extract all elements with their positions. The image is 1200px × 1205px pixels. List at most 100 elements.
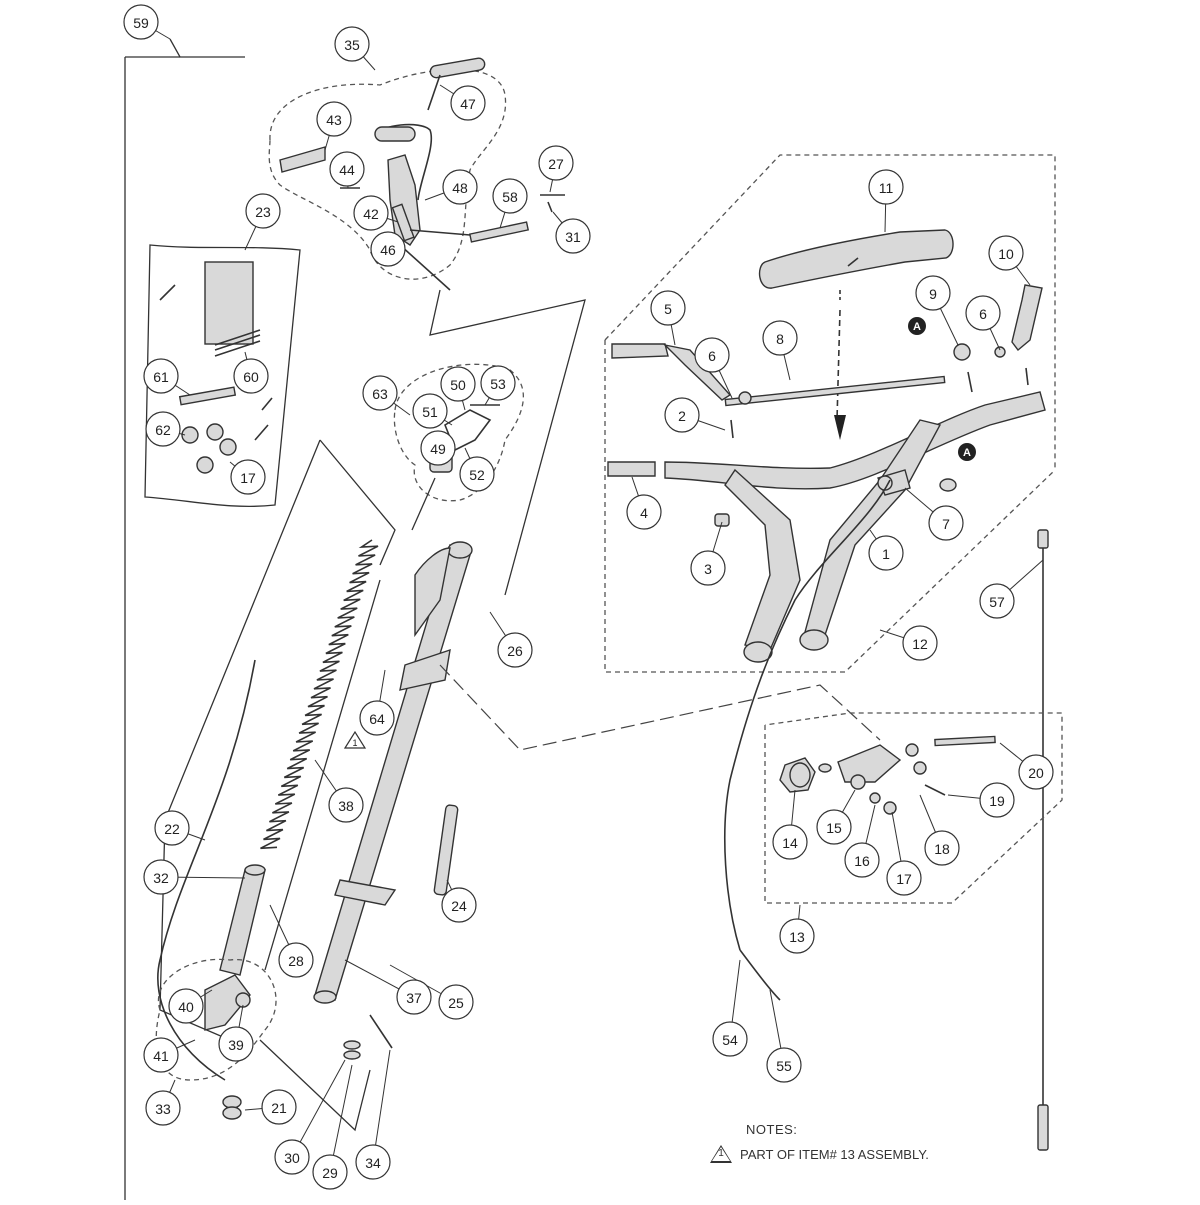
dashed-connector	[439, 664, 881, 751]
callout-circle	[396, 979, 432, 1015]
callout-47: 47	[450, 85, 486, 121]
callout-circle	[312, 1154, 348, 1190]
callout-circle	[143, 859, 179, 895]
kit-23	[144, 244, 301, 508]
callout-49: 49	[420, 430, 456, 466]
callout-31: 31	[555, 218, 591, 254]
callout-42: 42	[353, 195, 389, 231]
callout-61: 61	[143, 358, 179, 394]
callout-circle	[492, 178, 528, 214]
callout-26: 26	[497, 632, 533, 668]
tube-32	[219, 864, 266, 976]
callout-circle	[143, 358, 179, 394]
callout-number: 7	[942, 516, 950, 532]
callout-number: 3	[704, 561, 712, 577]
callout-number: 59	[133, 15, 149, 31]
callout-circle	[979, 583, 1015, 619]
callout-57: 57	[979, 583, 1015, 619]
callout-circle	[816, 809, 852, 845]
callout-circle	[145, 1090, 181, 1126]
callout-6: 6	[965, 295, 1001, 331]
callout-circle	[979, 782, 1015, 818]
callout-circle	[278, 942, 314, 978]
callout-number: 43	[326, 112, 342, 128]
callout-number: 44	[339, 162, 355, 178]
callout-number: 39	[228, 1037, 244, 1053]
callout-circle	[355, 1144, 391, 1180]
callout-number: 53	[490, 376, 506, 392]
callout-number: 60	[243, 369, 259, 385]
callout-number: 41	[153, 1048, 169, 1064]
callout-number: 10	[998, 246, 1014, 262]
callout-leader	[372, 1049, 391, 1163]
callout-number: 22	[164, 821, 180, 837]
callout-circle	[334, 26, 370, 62]
callout-10: 10	[988, 235, 1024, 271]
callout-17: 17	[230, 459, 266, 495]
callout-circle	[497, 632, 533, 668]
callout-circle	[844, 842, 880, 878]
callout-13: 13	[779, 918, 815, 954]
marker-a-right: A	[958, 443, 976, 461]
callout-52: 52	[459, 456, 495, 492]
callout-12: 12	[902, 625, 938, 661]
callout-leader	[329, 1064, 353, 1173]
callout-number: 34	[365, 1155, 381, 1171]
callout-circle	[370, 231, 406, 267]
note-triangle-marker: 1	[343, 730, 367, 749]
callout-number: 55	[776, 1058, 792, 1074]
callout-2: 2	[664, 397, 700, 433]
callout-54: 54	[712, 1021, 748, 1057]
callout-number: 32	[153, 870, 169, 886]
callout-number: 12	[912, 636, 928, 652]
callout-27: 27	[538, 145, 574, 181]
callout-number: 13	[789, 929, 805, 945]
notes-block: NOTES: 1 PART OF ITEM# 13 ASSEMBLY.	[710, 1122, 929, 1163]
callout-number: 46	[380, 242, 396, 258]
callout-circle	[328, 787, 364, 823]
marker-a-right-label: A	[963, 447, 971, 459]
callout-circle	[555, 218, 591, 254]
callout-circle	[762, 320, 798, 356]
callout-20: 20	[1018, 754, 1054, 790]
callout-number: 6	[708, 348, 716, 364]
callout-62: 62	[145, 411, 181, 447]
callout-35: 35	[334, 26, 370, 62]
callout-number: 33	[155, 1101, 171, 1117]
callout-23: 23	[245, 193, 281, 229]
callout-circle	[694, 337, 730, 373]
rod-24	[433, 804, 459, 896]
callout-16: 16	[844, 842, 880, 878]
callout-circle	[902, 625, 938, 661]
callout-circle	[868, 169, 904, 205]
callout-circle	[420, 430, 456, 466]
callout-circle	[480, 365, 516, 401]
callout-46: 46	[370, 231, 406, 267]
callout-number: 54	[722, 1032, 738, 1048]
callout-number: 47	[460, 96, 476, 112]
callout-6: 6	[694, 337, 730, 373]
callout-number: 8	[776, 331, 784, 347]
callout-22: 22	[154, 810, 190, 846]
callout-circle	[664, 397, 700, 433]
frame-lines	[124, 38, 245, 1200]
callout-11: 11	[868, 169, 904, 205]
handle-assembly-35	[279, 57, 565, 291]
callout-circle	[123, 4, 159, 40]
callout-44: 44	[329, 151, 365, 187]
callout-circle	[690, 550, 726, 586]
callout-53: 53	[480, 365, 516, 401]
hardware-29-30-34	[222, 1014, 393, 1120]
callout-number: 16	[854, 853, 870, 869]
callout-circle	[965, 295, 1001, 331]
group-13-outline	[764, 712, 1063, 904]
callout-30: 30	[274, 1139, 310, 1175]
pivot-assembly-13	[779, 735, 996, 815]
callout-number: 25	[448, 995, 464, 1011]
callout-32: 32	[143, 859, 179, 895]
callout-34: 34	[355, 1144, 391, 1180]
callout-number: 17	[896, 871, 912, 887]
callout-18: 18	[924, 830, 960, 866]
callout-1: 1	[868, 535, 904, 571]
